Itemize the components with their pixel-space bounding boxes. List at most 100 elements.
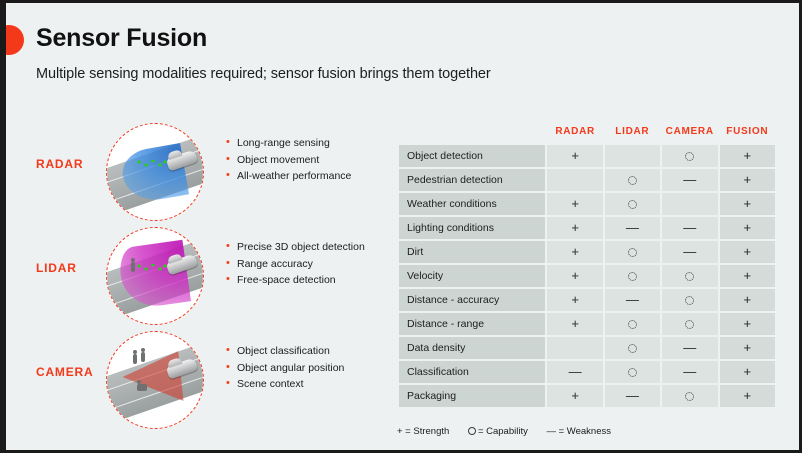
cell-weakness: — (661, 169, 718, 191)
cell-strength: + (719, 241, 775, 263)
cell-empty (604, 145, 660, 167)
list-item: Object angular position (226, 359, 416, 377)
circle-icon (685, 272, 695, 282)
page-subtitle: Multiple sensing modalities required; se… (36, 66, 491, 82)
minus-icon: — (683, 220, 697, 235)
circle-icon (627, 176, 637, 186)
cell-capability (604, 193, 660, 215)
plus-icon: + (743, 172, 752, 187)
cell-strength: + (719, 169, 775, 191)
circle-icon (627, 368, 637, 378)
row-label: Data density (399, 337, 546, 359)
capability-matrix: RADAR LIDAR CAMERA FUSION Object detecti… (397, 124, 777, 409)
row-label: Velocity (399, 265, 546, 287)
radar-bullet-list: Long-range sensing Object movement All-w… (226, 134, 416, 185)
column-header-fusion: FUSION (726, 126, 769, 137)
cell-weakness: — (661, 241, 718, 263)
plus-icon: + (571, 220, 579, 235)
cell-capability (604, 313, 660, 335)
list-item: All-weather performance (226, 167, 416, 185)
list-item: Precise 3D object detection (226, 238, 416, 256)
modality-label-radar: RADAR (36, 157, 84, 171)
plus-icon: + (743, 388, 752, 403)
cell-capability (661, 385, 718, 407)
cell-strength: + (547, 265, 603, 287)
circle-icon (627, 272, 637, 282)
plus-icon: + (571, 292, 579, 307)
plus-icon: + (571, 148, 579, 163)
page-title: Sensor Fusion (36, 24, 208, 52)
minus-icon: — (625, 220, 639, 235)
table-row: Lighting conditions+——+ (399, 217, 775, 239)
legend-strength: + = Strength (397, 426, 450, 437)
cell-strength: + (547, 313, 603, 335)
row-label: Pedestrian detection (399, 169, 546, 191)
cell-strength: + (719, 217, 775, 239)
cell-strength: + (719, 265, 775, 287)
plus-icon: + (571, 388, 579, 403)
minus-icon: — (625, 388, 639, 403)
row-label: Weather conditions (399, 193, 546, 215)
plus-icon: + (571, 244, 579, 259)
radar-scene-image (106, 123, 204, 221)
pedestrian-icon (137, 380, 147, 391)
cell-capability (604, 265, 660, 287)
table-row: Pedestrian detection — + (399, 169, 775, 191)
accent-dot-icon (6, 25, 24, 55)
modality-label-camera: CAMERA (36, 365, 94, 379)
cell-capability (604, 337, 660, 359)
column-header-camera: CAMERA (665, 126, 714, 137)
plus-icon: + (743, 148, 752, 163)
cell-strength: + (547, 241, 603, 263)
minus-icon: — (683, 172, 697, 187)
circle-icon (627, 320, 637, 330)
plus-icon: + (743, 268, 752, 283)
pedestrian-icon (133, 350, 137, 364)
circle-icon (685, 152, 695, 162)
plus-icon: + (743, 364, 752, 379)
row-label: Object detection (399, 145, 546, 167)
cell-empty (661, 193, 718, 215)
minus-icon: — (683, 364, 697, 379)
cell-strength: + (547, 193, 603, 215)
cell-empty (547, 337, 603, 359)
cell-strength: + (547, 145, 603, 167)
list-item: Free-space detection (226, 271, 416, 289)
cell-weakness: — (661, 217, 718, 239)
pedestrian-icon (141, 348, 145, 362)
table-row: Distance - range++ (399, 313, 775, 335)
camera-bullet-list: Object classification Object angular pos… (226, 342, 416, 393)
minus-icon: — (683, 340, 697, 355)
cell-capability (604, 169, 660, 191)
table-row: Dirt+—+ (399, 241, 775, 263)
modality-block-radar: RADAR Long-range sensing Object movement… (28, 123, 388, 223)
list-item: Range accuracy (226, 255, 416, 273)
cell-weakness: — (604, 289, 660, 311)
cell-strength: + (719, 289, 775, 311)
modality-block-camera: CAMERA Object classification Object angu… (28, 331, 388, 431)
detection-points-icon (137, 264, 167, 272)
circle-icon (685, 296, 695, 306)
list-item: Long-range sensing (226, 134, 416, 152)
plus-icon: + (743, 292, 752, 307)
cell-weakness: — (661, 361, 718, 383)
cell-weakness: — (661, 337, 718, 359)
row-label: Packaging (399, 385, 546, 407)
cell-capability (661, 289, 718, 311)
plus-icon: + (743, 316, 752, 331)
capability-table: RADAR LIDAR CAMERA FUSION Object detecti… (397, 124, 777, 409)
circle-icon (467, 427, 476, 436)
plus-icon: + (743, 220, 752, 235)
plus-icon: + (743, 196, 752, 211)
legend-capability: = Capability (467, 426, 528, 437)
lidar-bullet-list: Precise 3D object detection Range accura… (226, 238, 416, 289)
cell-strength: + (719, 313, 775, 335)
plus-icon: + (571, 316, 579, 331)
cell-capability (604, 361, 660, 383)
circle-icon (685, 320, 695, 330)
cell-weakness: — (604, 217, 660, 239)
table-row: Data density — + (399, 337, 775, 359)
cell-strength: + (719, 337, 775, 359)
cell-strength: + (719, 193, 775, 215)
row-label: Classification (399, 361, 546, 383)
